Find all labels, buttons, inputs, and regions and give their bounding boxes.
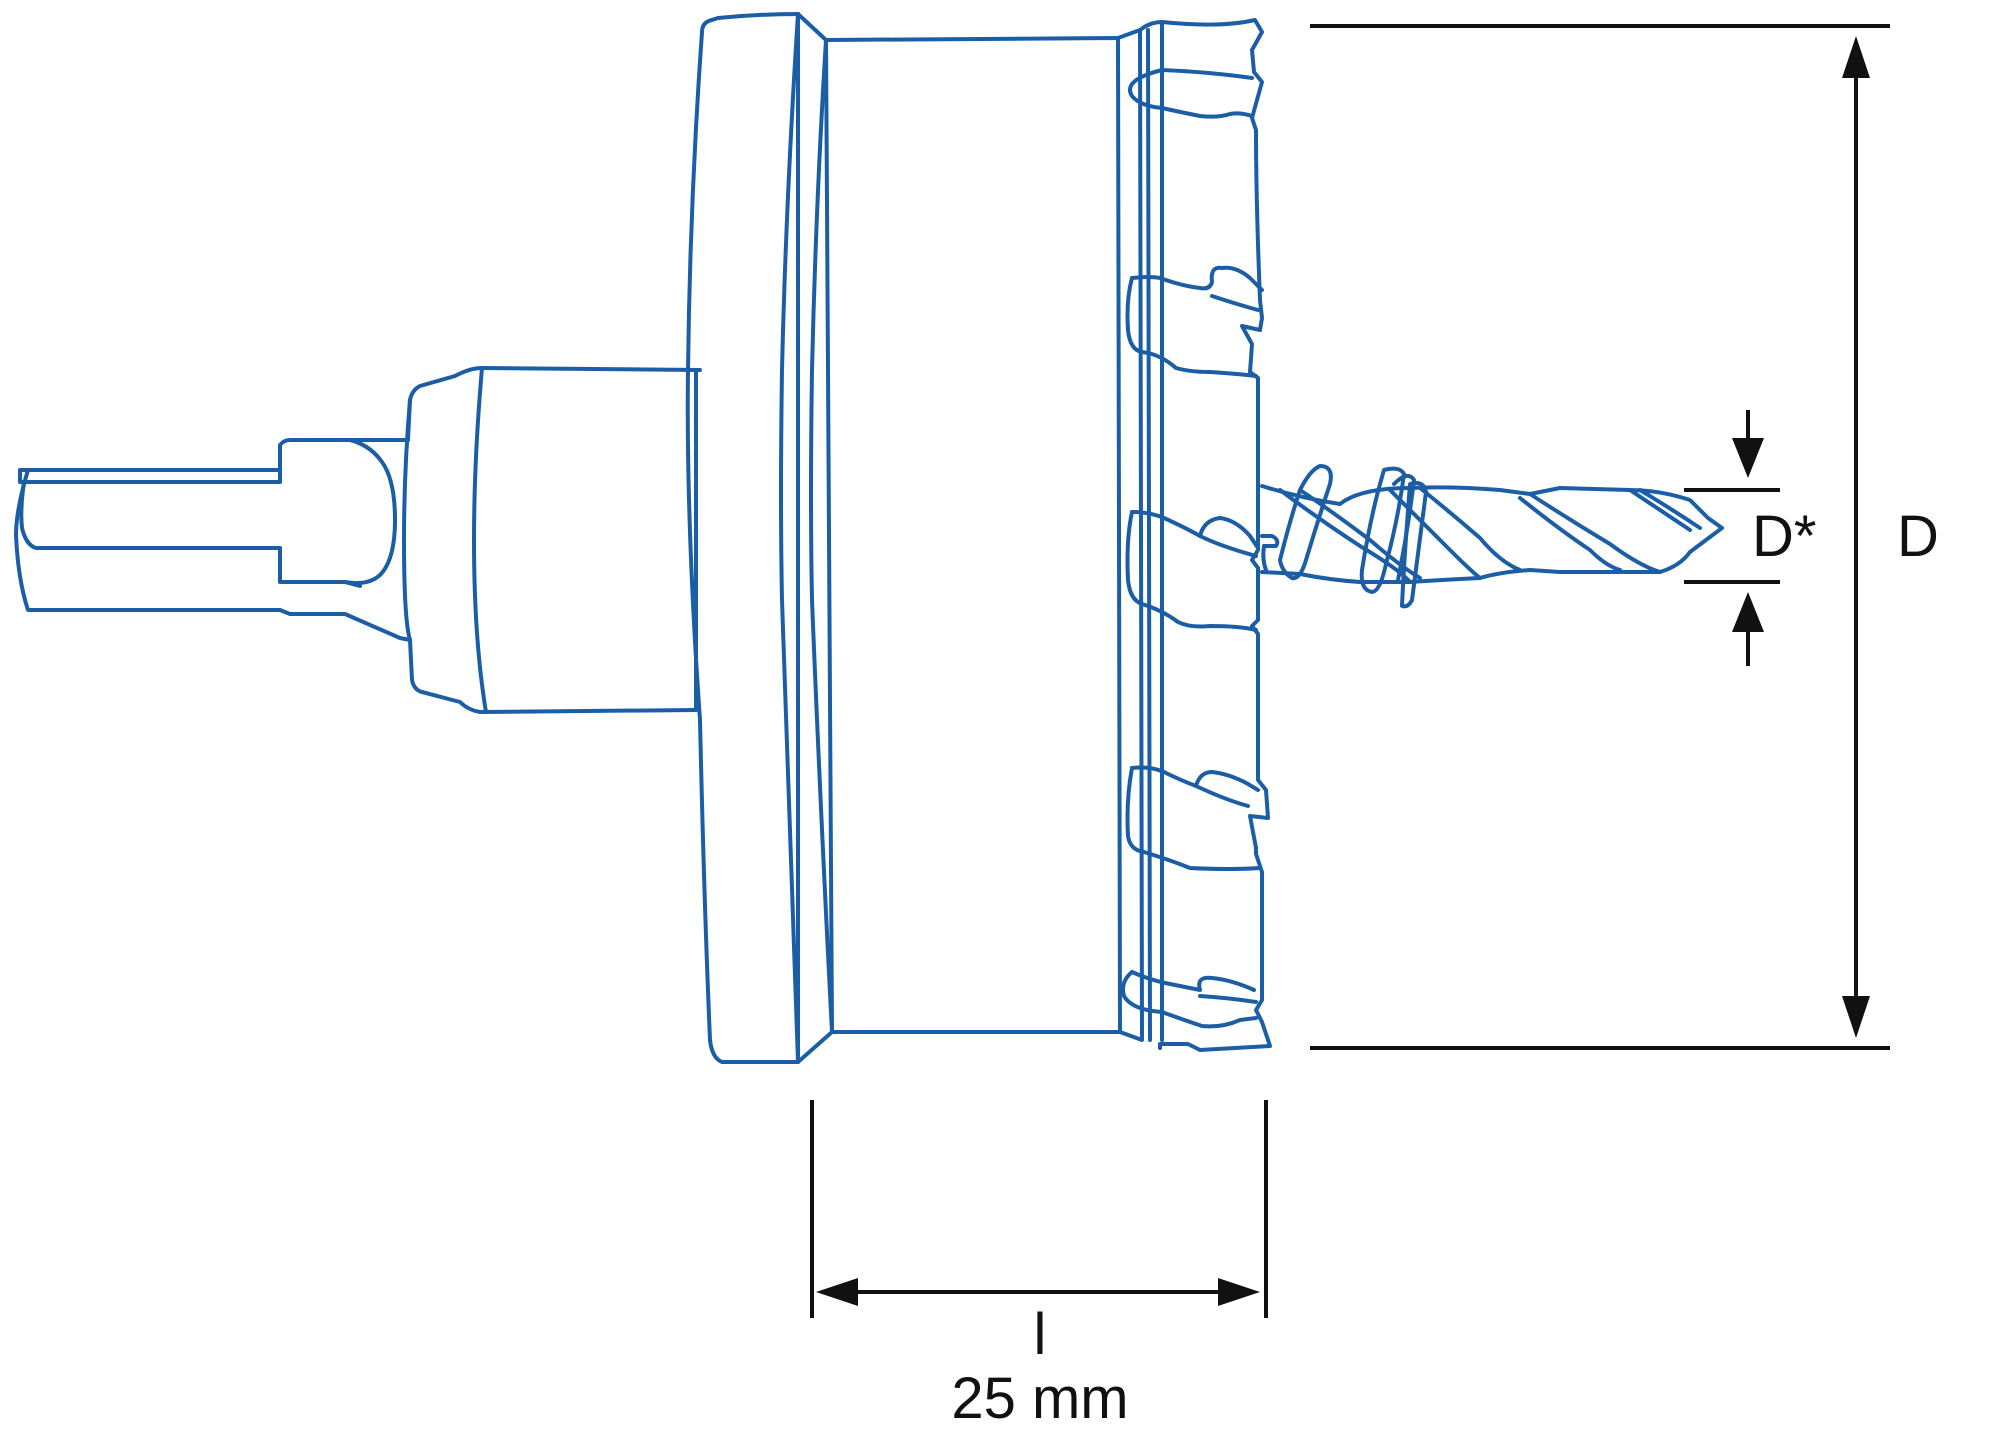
- diameter-label: D: [1897, 504, 1939, 569]
- arbor-adapter: [348, 366, 702, 714]
- length-arrow-right: [1218, 1278, 1260, 1306]
- pilot-drill: [1260, 464, 1724, 609]
- hole-saw-tool: [14, 12, 1724, 1064]
- length-symbol-label: l: [1034, 1302, 1047, 1367]
- cup-flange: [685, 12, 834, 1064]
- length-value-label: 25 mm: [951, 1366, 1128, 1431]
- length-arrow-left: [816, 1278, 858, 1306]
- hex-shank: [14, 438, 412, 642]
- cup-body: [824, 20, 1164, 1042]
- pilot-arrow-bottom: [1732, 592, 1764, 632]
- diameter-arrow-top: [1842, 36, 1870, 78]
- diameter-arrow-bottom: [1842, 996, 1870, 1038]
- pilot-arrow-top: [1732, 438, 1764, 478]
- saw-teeth-rim: [1121, 18, 1272, 1052]
- dimension-lines: D D* l 25 mm: [810, 24, 1939, 1431]
- pilot-diameter-label: D*: [1752, 504, 1816, 569]
